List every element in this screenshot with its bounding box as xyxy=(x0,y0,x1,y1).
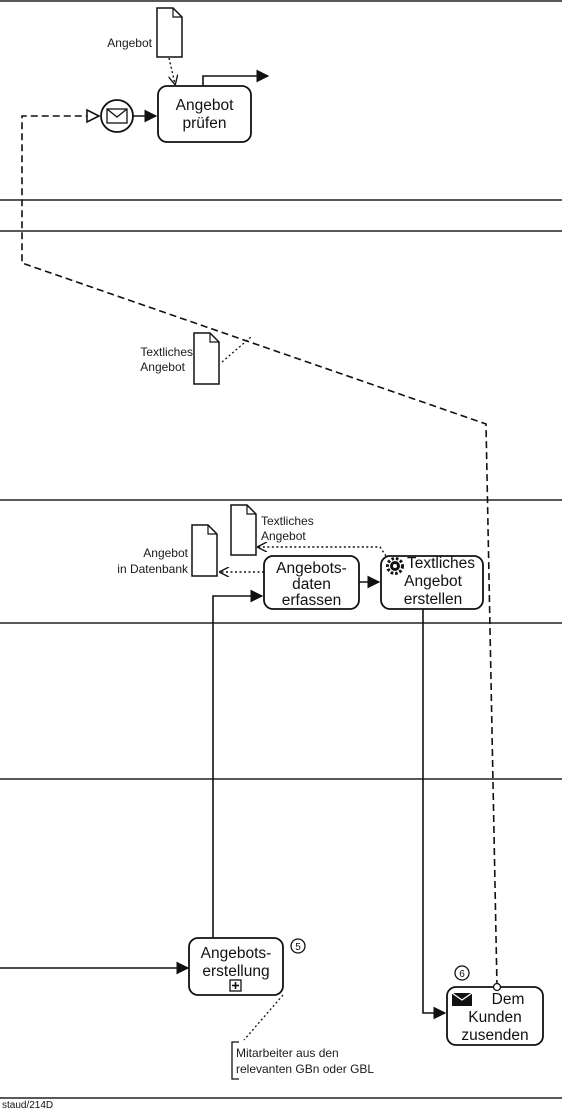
data-object-label: Textliches xyxy=(140,345,193,359)
data-object-label: Angebot xyxy=(107,36,152,50)
task-label: erstellen xyxy=(404,591,463,608)
task-dem-kunden-zusenden[interactable]: Dem Kunden zusenden xyxy=(446,986,544,1046)
data-object-label: Angebot xyxy=(143,546,188,560)
association-message-data xyxy=(221,336,252,363)
task-label: Angebots- xyxy=(201,945,272,962)
task-label: prüfen xyxy=(183,115,227,132)
step-marker-5: 5 xyxy=(290,938,306,954)
annotation-line: relevanten GBn oder GBL xyxy=(236,1062,374,1076)
data-object-label: Angebot xyxy=(140,360,185,374)
sequence-flow-out-pruefen xyxy=(202,69,270,86)
annotation-line: Mitarbeiter aus den xyxy=(236,1046,339,1060)
text-annotation: Mitarbeiter aus den relevanten GBn oder … xyxy=(231,1041,374,1080)
task-label: Angebot xyxy=(176,97,234,114)
task-textliches-angebot-erstellen[interactable]: Textliches Angebot erstellen xyxy=(380,555,484,610)
task-label: Kunden xyxy=(468,1009,521,1026)
data-object-label: Angebot xyxy=(261,529,306,543)
data-object-angebot[interactable]: Angebot xyxy=(107,7,183,58)
task-angebotsdaten-erfassen[interactable]: Angebots- daten erfassen xyxy=(263,555,360,610)
task-angebot-pruefen[interactable]: Angebot prüfen xyxy=(157,85,252,143)
data-object-textliches-angebot-message[interactable]: Textliches Angebot xyxy=(140,332,220,385)
gear-icon xyxy=(386,557,404,575)
message-flow-origin xyxy=(492,982,502,992)
sequence-flow-erstellen-to-senden xyxy=(422,609,447,1020)
annotation-association xyxy=(243,994,284,1041)
task-label: zusenden xyxy=(461,1027,528,1044)
task-label: erstellung xyxy=(202,963,269,980)
subprocess-angebotserstellung[interactable]: Angebots- erstellung xyxy=(188,937,284,996)
envelope-icon xyxy=(106,108,128,124)
association-angebot xyxy=(169,57,175,84)
step-marker-6: 6 xyxy=(454,965,470,981)
data-object-label: in Datenbank xyxy=(117,562,189,576)
data-object-label: Textliches xyxy=(261,514,314,528)
footer-label: staud/214D xyxy=(2,1100,53,1110)
subprocess-plus-icon[interactable] xyxy=(229,979,242,992)
message-flow-to-start xyxy=(21,116,498,988)
envelope-icon xyxy=(451,992,473,1006)
task-label: daten xyxy=(292,576,331,593)
task-label: erfassen xyxy=(282,592,341,609)
association-to-textliches-output xyxy=(258,547,387,557)
lane-separators xyxy=(0,0,562,1099)
task-label: Angebots- xyxy=(276,560,347,577)
data-object-textliches-angebot-output[interactable]: Textliches Angebot xyxy=(230,504,314,556)
task-label: Angebot xyxy=(404,573,462,590)
task-label: Textliches xyxy=(407,555,475,572)
sequence-flow-subprocess-to-erfassen xyxy=(212,589,264,938)
task-label: Dem xyxy=(492,991,525,1008)
message-start-event[interactable] xyxy=(100,99,134,133)
data-object-angebot-in-datenbank[interactable]: Angebot in Datenbank xyxy=(117,524,218,577)
step-number: 5 xyxy=(295,942,301,953)
step-number: 6 xyxy=(459,969,465,980)
